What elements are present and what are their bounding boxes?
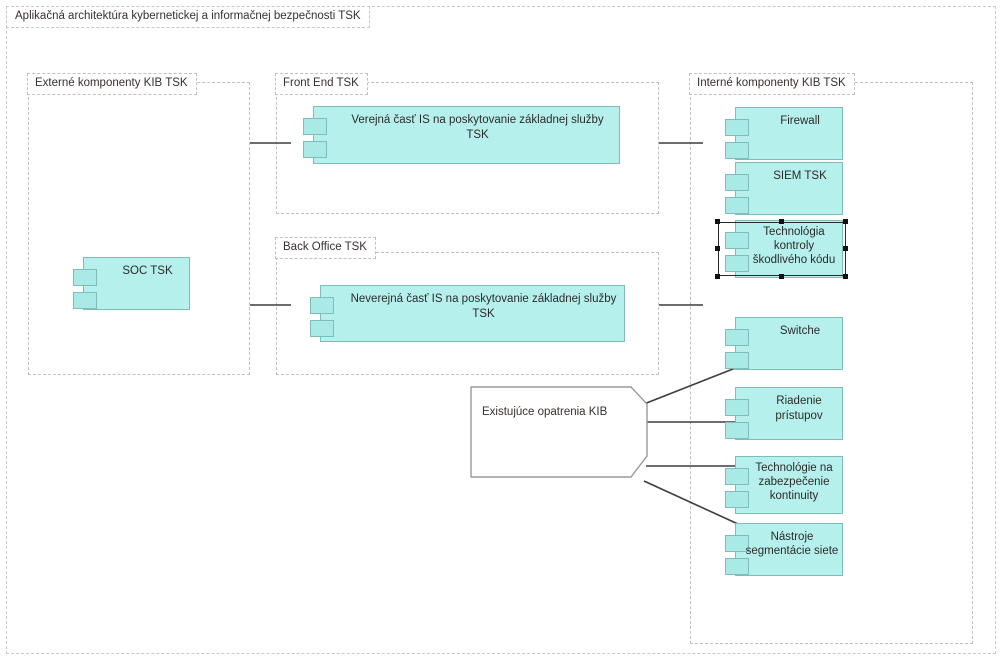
diagram-title: Aplikačná architektúra kybernetickej a i… [6, 6, 370, 28]
component-riadenie-pristupov[interactable]: Riadenie prístupov [725, 387, 843, 440]
component-tab-upper-icon [725, 232, 749, 249]
component-firewall[interactable]: Firewall [725, 107, 843, 160]
note-outline [470, 386, 648, 478]
component-tab-lower-icon [725, 558, 749, 575]
group-externe-komponenty[interactable] [28, 82, 250, 375]
component-verejna-cast-is[interactable]: Verejná časť IS na poskytovanie základne… [303, 106, 620, 164]
component-tab-upper-icon [725, 535, 749, 552]
component-label-technologie-zabezpecenie-kontinuity: Technológie na zabezpečenie kontinuity [755, 462, 833, 502]
component-technologie-zabezpecenie-kontinuity[interactable]: Technológie na zabezpečenie kontinuity [725, 456, 843, 514]
component-tab-lower-icon [725, 491, 749, 508]
component-tab-upper-icon [725, 468, 749, 485]
component-tab-upper-icon [725, 399, 749, 416]
component-label-nastroje-segmentacie-siete: Nástroje segmentácie siete [745, 531, 839, 557]
component-tab-upper-icon [725, 174, 749, 191]
group-front-end[interactable] [276, 82, 659, 214]
component-tab-lower-icon [310, 320, 334, 337]
component-siem-tsk[interactable]: SIEM TSK [725, 162, 843, 215]
component-technologia-kontroly-skodliveho-kodu[interactable]: Technológia kontroly škodlivého kódu [725, 220, 843, 278]
component-tab-lower-icon [725, 142, 749, 159]
note-existujuce-opatrenia-kib[interactable]: Existujúce opatrenia KIB [470, 386, 648, 478]
component-label-switche: Switche [779, 325, 821, 337]
diagram-frame: Aplikačná architektúra kybernetickej a i… [6, 6, 996, 654]
component-tab-lower-icon [725, 197, 749, 214]
component-tab-upper-icon [303, 118, 327, 135]
component-tab-upper-icon [725, 119, 749, 136]
group-back-office[interactable] [276, 252, 659, 375]
component-tab-upper-icon [310, 297, 334, 314]
component-label-riadenie-pristupov: Riadenie prístupov [775, 395, 823, 422]
component-neverejna-cast-is[interactable]: Neverejná časť IS na poskytovanie základ… [310, 285, 625, 342]
note-label-existujuce-opatrenia-kib: Existujúce opatrenia KIB [482, 406, 608, 418]
group-label-externe-komponenty: Externé komponenty KIB TSK [27, 73, 197, 95]
group-label-front-end: Front End TSK [275, 73, 368, 95]
group-label-back-office: Back Office TSK [275, 237, 376, 259]
component-tab-lower-icon [303, 141, 327, 158]
component-tab-lower-icon [725, 422, 749, 439]
component-nastroje-segmentacie-siete[interactable]: Nástroje segmentácie siete [725, 523, 843, 576]
component-tab-upper-icon [73, 269, 97, 286]
component-switche[interactable]: Switche [725, 317, 843, 370]
component-label-neverejna-cast-is: Neverejná časť IS na poskytovanie základ… [350, 293, 617, 320]
component-label-verejna-cast-is: Verejná časť IS na poskytovanie základne… [351, 114, 604, 141]
component-label-siem-tsk: SIEM TSK [773, 170, 827, 182]
component-tab-lower-icon [725, 255, 749, 272]
component-soc-tsk[interactable]: SOC TSK [73, 257, 190, 310]
component-tab-lower-icon [73, 292, 97, 309]
component-label-firewall: Firewall [780, 115, 820, 127]
component-tab-upper-icon [725, 329, 749, 346]
component-label-technologia-kontroly-skodliveho-kodu: Technológia kontroly škodlivého kódu [752, 226, 836, 266]
group-label-interne-komponenty: Interné komponenty KIB TSK [689, 73, 855, 95]
component-tab-lower-icon [725, 352, 749, 369]
component-label-soc-tsk: SOC TSK [122, 265, 173, 277]
